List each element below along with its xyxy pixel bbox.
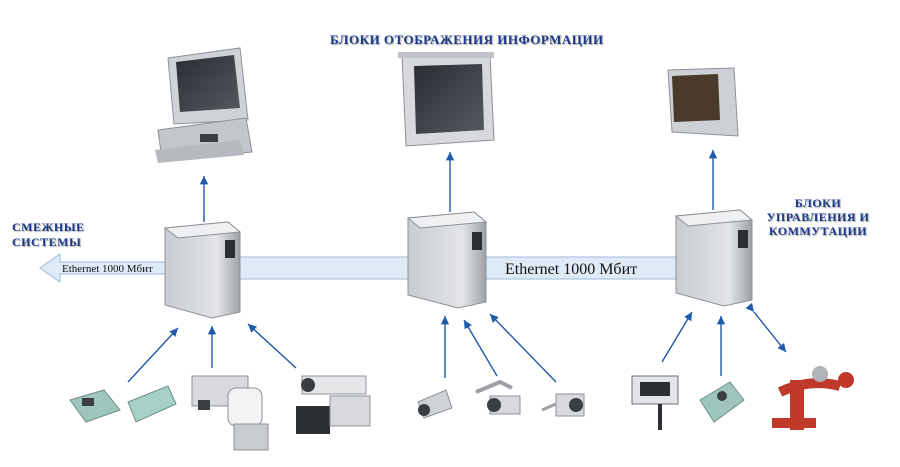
control-units-line-3: КОММУТАЦИИ xyxy=(768,224,868,238)
cabinet-right xyxy=(674,209,754,307)
control-units-line-1: БЛОКИ xyxy=(794,196,842,210)
display-units-label: БЛОКИ ОТОБРАЖЕНИЯ ИНФОРМАЦИИ xyxy=(330,32,604,47)
camera-small-2 xyxy=(541,393,585,417)
camera-bracket xyxy=(475,379,521,415)
control-units-label: БЛОКИ УПРАВЛЕНИЯ И КОММУТАЦИИ xyxy=(764,196,872,238)
ptz-camera xyxy=(296,375,371,434)
control-panel xyxy=(631,375,679,430)
left-ethernet-label: Ethernet 1000 Мбит xyxy=(62,263,153,275)
cabinet-center xyxy=(406,211,488,309)
adjacent-systems-line-2: СИСТЕМЫ xyxy=(12,235,82,249)
sensor-box-2 xyxy=(127,385,177,423)
camera-housing xyxy=(191,375,269,451)
monitor-unit xyxy=(667,67,739,137)
adjacent-systems-line-1: СМЕЖНЫЕ xyxy=(12,220,85,234)
sensor-box-1 xyxy=(69,389,121,423)
main-ethernet-label: Ethernet 1000 Мбит xyxy=(505,261,638,278)
display-panel xyxy=(398,52,495,147)
sensor-box-3 xyxy=(699,381,745,423)
arrows-from-devices xyxy=(127,302,787,383)
operator-console xyxy=(155,47,253,163)
fire-monitor xyxy=(772,366,854,430)
control-units-line-2: УПРАВЛЕНИЯ И xyxy=(766,210,870,224)
camera-small-1 xyxy=(417,389,453,419)
adjacent-systems-label: СМЕЖНЫЕ СИСТЕМЫ xyxy=(12,220,84,250)
arrows-to-displays xyxy=(199,150,718,222)
cabinet-left xyxy=(163,221,242,319)
